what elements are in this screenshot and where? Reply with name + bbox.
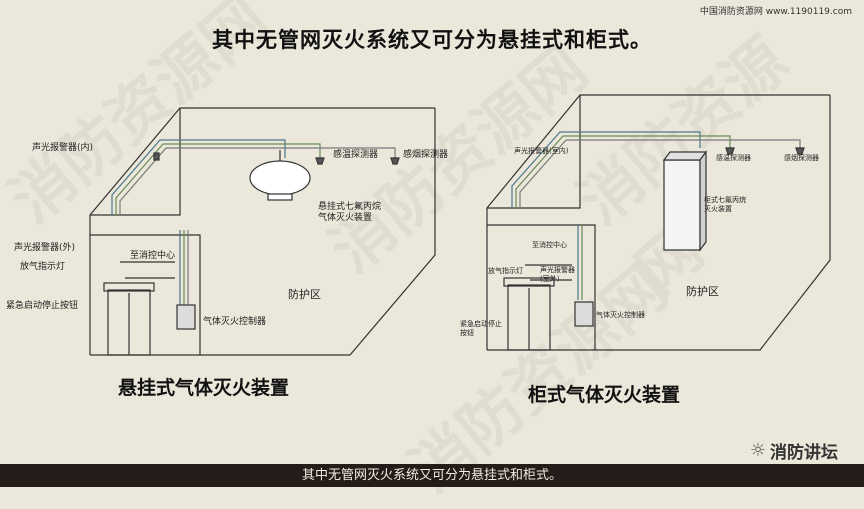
right-room-outline <box>486 94 830 350</box>
right-label-device: 柜式七氟丙烷 灭火装置 <box>704 196 746 213</box>
right-caption: 柜式气体灭火装置 <box>528 384 681 406</box>
right-label-smoke-detector: 感烟探测器 <box>784 154 819 162</box>
left-label-device: 悬挂式七氟丙烷 气体灭火装置 <box>318 202 382 223</box>
right-label-alarm-out: 声光报警器 (室外) <box>540 266 575 283</box>
left-label-emergency-button: 紧急启动停止按钮 <box>6 301 79 311</box>
left-label-to-center: 至消控中心 <box>130 251 176 261</box>
left-label-smoke-detector: 感烟探测器 <box>403 150 449 160</box>
left-label-alarm-out: 声光报警器(外) <box>14 243 76 253</box>
right-label-alarm-in: 声光报警器(室内) <box>514 147 569 155</box>
left-label-alarm-in: 声光报警器(内) <box>32 143 94 153</box>
right-label-controller: 气体灭火控制器 <box>596 311 645 319</box>
left-room-outline <box>89 107 435 355</box>
left-caption: 悬挂式气体灭火装置 <box>118 377 290 399</box>
right-label-zone: 防护区 <box>686 285 719 298</box>
left-label-zone: 防护区 <box>288 288 321 301</box>
right-label-release-light: 放气指示灯 <box>488 267 523 275</box>
page-title: 其中无管网灭火系统又可分为悬挂式和柜式。 <box>212 28 652 52</box>
wechat-account-name: 消防讲坛 <box>770 443 838 463</box>
left-label-release-light: 放气指示灯 <box>20 262 66 272</box>
site-credit: 中国消防资源网 www.1190119.com <box>699 7 852 17</box>
left-label-controller: 气体灭火控制器 <box>203 317 267 327</box>
right-label-emergency-button: 紧急启动停止 按钮 <box>460 320 502 337</box>
wechat-badge: ☼ 消防讲坛 <box>750 438 838 463</box>
right-label-heat-detector: 感温探测器 <box>716 154 751 162</box>
wechat-icon: ☼ <box>749 440 766 461</box>
subtitle-bar: 其中无管网灭火系统又可分为悬挂式和柜式。 <box>0 464 864 487</box>
slide-background: 消防资源网 消防资源网 消防资源网 消防资源网 <box>0 0 802 507</box>
left-label-heat-detector: 感温探测器 <box>333 150 379 160</box>
right-label-to-center: 至消控中心 <box>532 241 567 249</box>
system-diagrams <box>89 94 831 356</box>
